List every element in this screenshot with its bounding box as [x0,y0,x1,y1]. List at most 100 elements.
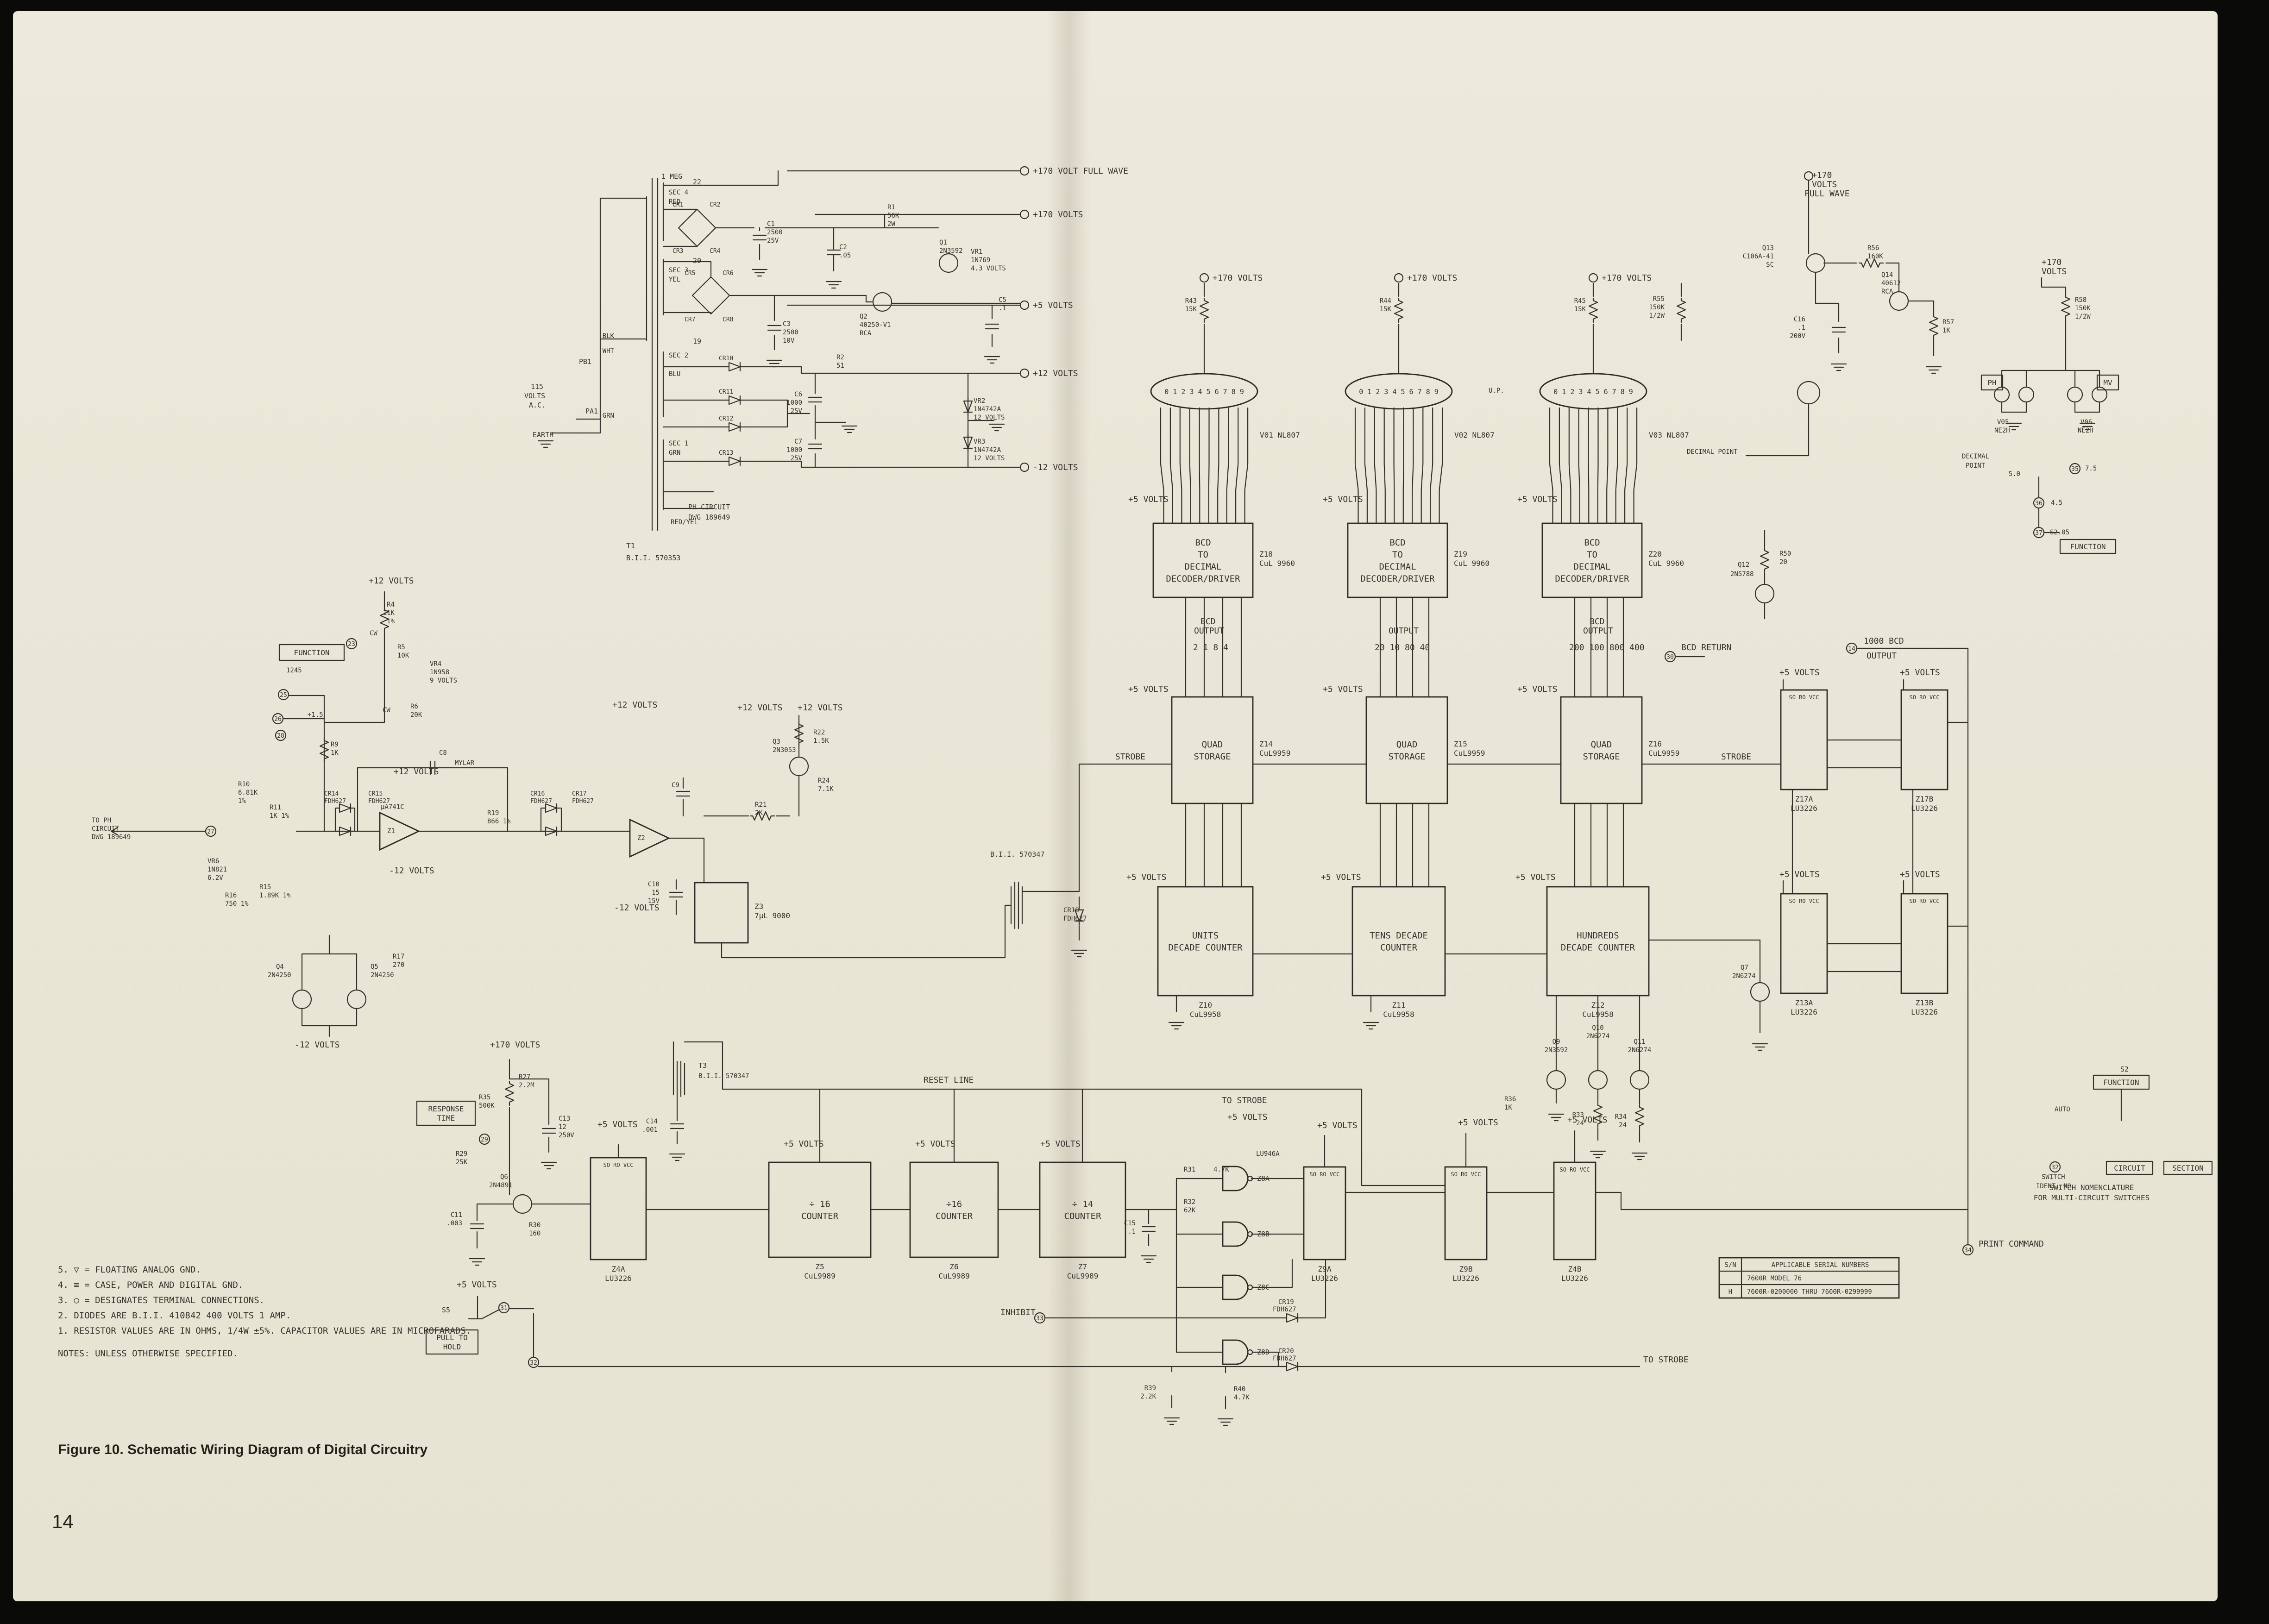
schematic-label: 4.3 VOLTS [971,265,1006,272]
ic-ref: 7µL 9000 [754,911,790,920]
terminal-number-circle [1034,1312,1046,1324]
schematic-label: STROBE [1115,752,1145,762]
wires-display-digital [1175,282,1969,1210]
boxed-label-text: PH [1987,378,1996,387]
schematic-label: R16 [225,892,237,899]
ic-block [1553,1161,1596,1260]
note-line: 4. ≡ = CASE, POWER AND DIGITAL GND. [58,1280,243,1290]
schematic-label: .05 [839,252,851,259]
wires [110,170,2122,1410]
schematic-label: PA1 [585,407,598,415]
ic-ref: LU3226 [1911,1008,1938,1016]
schematic-label: +5 VOLTS [597,1120,638,1129]
boxed-label [2163,1160,2213,1175]
schematic-label: R9 [331,741,339,748]
ic-block-title: TO [1587,550,1597,560]
ic-pin-labels: SO RO VCC [1909,898,1939,904]
schematic-label: +5 VOLTS [915,1139,955,1149]
boxed-label [425,1329,479,1355]
schematic-label: 4.7K [1213,1166,1229,1173]
schematic-label: WHT [603,347,615,355]
schematic-label: .003 [446,1220,462,1227]
table-cell: 7600R MODEL 76 [1747,1275,1802,1282]
voltage-label: +170 VOLTS [1213,273,1263,283]
schematic-label: DWG 189649 [92,834,131,841]
schematic-label: C3 [783,320,791,328]
terminal-number: 29 [481,1136,488,1143]
schematic-label: CR2 [710,201,720,208]
ic-block [1541,522,1643,598]
schematic-label: B.I.I. 570347 [990,850,1044,859]
schematic-label: R19 [487,809,499,817]
schematic-label: 2500 [783,329,798,336]
nixie-leads [1354,407,1443,524]
ic-ref: Z16 [1648,740,1662,748]
terminal-number-circle [2033,527,2045,539]
schematic-label: C5 [999,296,1006,304]
schematic-label: 200V [1790,332,1805,340]
schematic-label: R36 [1504,1096,1516,1103]
schematic-label: .1 [1798,324,1805,332]
boxed-label [2059,539,2117,554]
schematic-label: VOLTS [1812,180,1837,189]
boxed-label-text: SECTION [2172,1164,2203,1173]
schematic-label: 5.0 [2009,470,2020,478]
schematic-label: 15K [1185,306,1197,313]
schematic-label: 10V [783,337,795,345]
transistor-icon [1889,291,1909,311]
nixie-tube [1345,373,1453,410]
note-line: 1. RESISTOR VALUES ARE IN OHMS, 1/4W ±5%… [58,1326,471,1336]
ic-block-title: DECADE COUNTER [1561,943,1635,953]
schematic-label: 1N4742A [974,446,1001,454]
schematic-label: C16 [1794,316,1805,323]
terminal-number: 36 [2035,500,2043,507]
schematic-label: OUTPUT [1389,626,1419,636]
schematic-label: 40612 [1881,280,1901,287]
terminal-number-circle [2069,463,2081,475]
schematic-label: CR3 [673,248,683,255]
schematic-label: LU946A [1256,1150,1280,1158]
schematic-label: 1K [1942,327,1950,334]
schematic-label: T3 [698,1061,707,1070]
schematic-label: 2500 [767,229,783,236]
schematic-label: CR7 [685,316,695,323]
schematic-label: 20 [693,257,701,265]
table-grid [1718,1257,1900,1299]
schematic-label: FDH627 [324,798,346,805]
gate-ref: Z8C [1257,1283,1270,1292]
schematic-label: 6.81K [238,789,258,796]
note-line: 5. ▽ = FLOATING ANALOG GND. [58,1265,201,1275]
schematic-label: C8 [439,749,447,757]
schematic-label: 2N3053 [773,746,796,754]
neon-tube-icon [2091,386,2108,403]
schematic-label: Q5 [371,963,378,971]
schematic-label: 250V [559,1132,574,1139]
ic-block-title: COUNTER [801,1211,839,1222]
ic-block-title: COUNTER [1064,1211,1101,1222]
inverter-bubble [1247,1231,1253,1237]
schematic-label: 1N821 [207,866,227,873]
voltage-label: +5 VOLTS [1033,301,1073,310]
transistor-icon [512,1194,533,1214]
ic-block-title: QUAD [1591,740,1612,750]
ic-block-title: ÷ 16 [809,1199,830,1210]
schematic-label: 25K [456,1159,468,1166]
schematic-label: R57 [1942,319,1954,326]
schematic-label: S2 [2120,1065,2129,1073]
nixie-tube [1539,373,1647,410]
schematic-label: +5 VOLTS [1317,1121,1358,1130]
schematic-label: R32 [1184,1198,1195,1206]
terminal-number: 26 [274,716,282,723]
nixie-digits: 0 1 2 3 4 5 6 7 8 9 [1359,388,1439,396]
schematic-label: 1% [387,618,395,625]
gate-ref: Z8D [1257,1348,1270,1356]
schematic-label: R4 [387,601,395,608]
transistor-icon [1588,1070,1608,1090]
schematic-label: 51 [836,362,844,370]
transistor-icon [1805,253,1826,273]
ic-block-title: DECODER/DRIVER [1555,574,1629,584]
schematic-label: CR15 [368,790,383,797]
schematic-label: +5 VOLTS [1323,684,1363,694]
ic-block-title: COUNTER [936,1211,973,1222]
